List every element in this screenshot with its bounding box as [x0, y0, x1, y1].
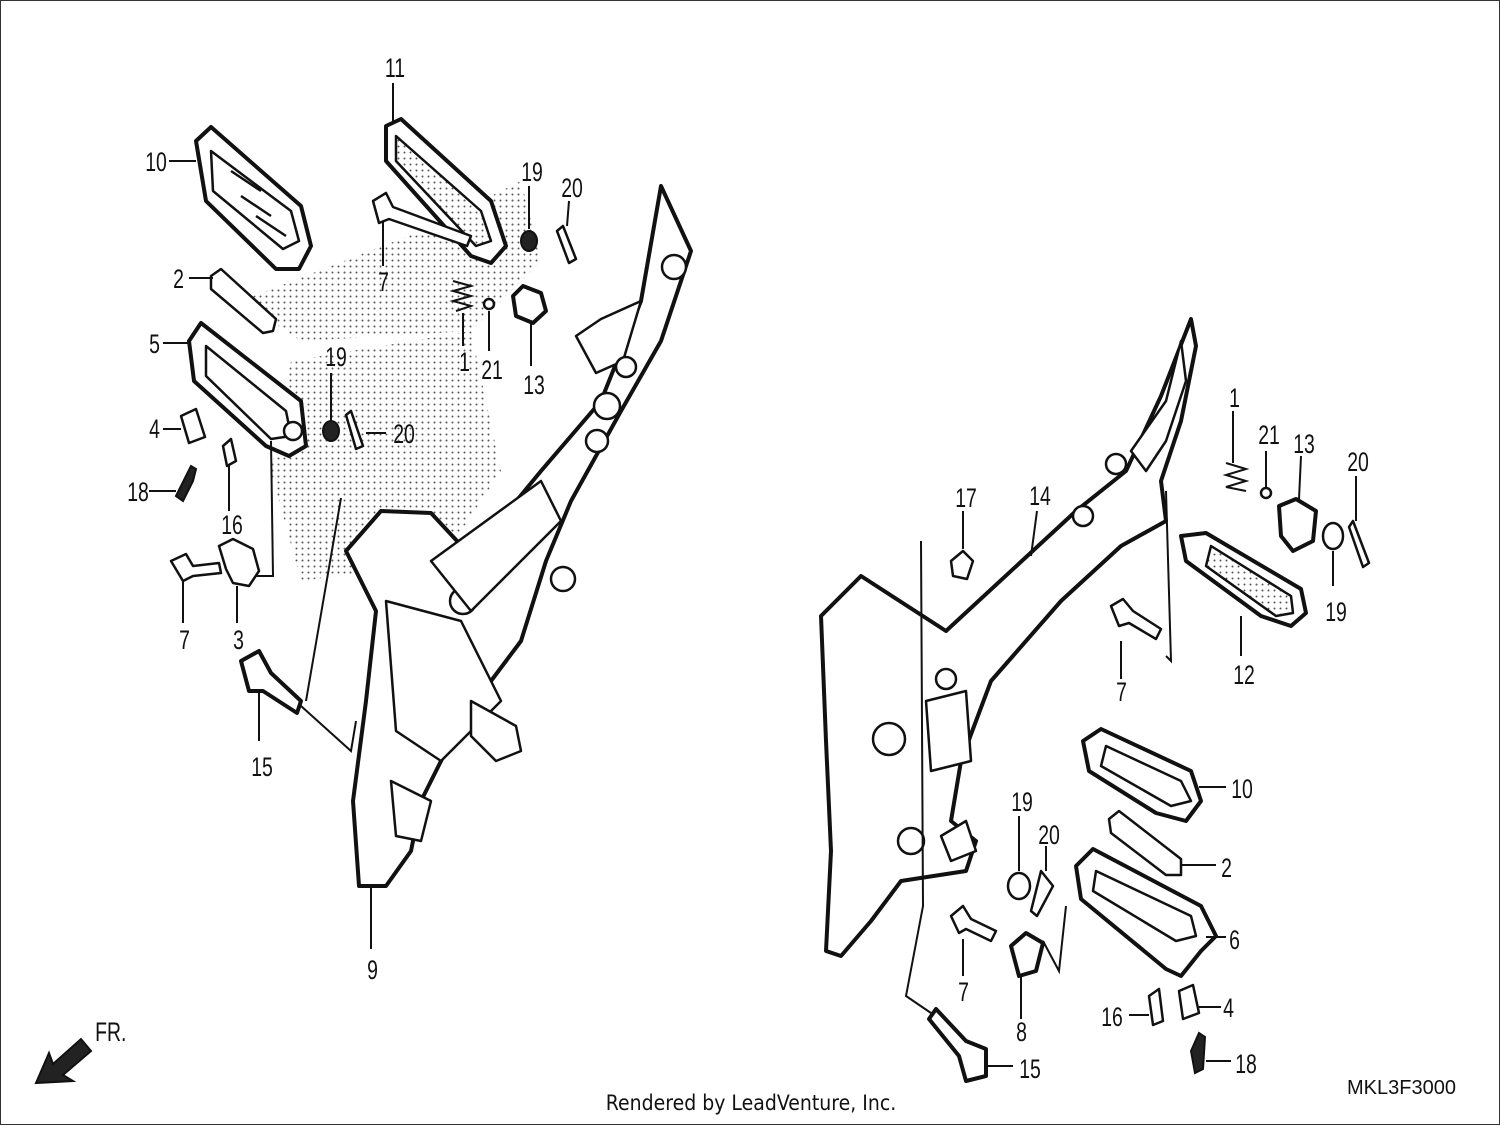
left-bolt-part-16	[221, 437, 238, 468]
callout-left-11: 11	[385, 53, 405, 83]
callout-left-3: 3	[233, 625, 244, 655]
right-washer-part-19-bottom	[1006, 871, 1032, 901]
left-footpeg-part-11	[384, 117, 508, 265]
left-dotted-zone-lower	[271, 331, 501, 581]
callout-left-20-top: 20	[561, 173, 583, 203]
right-footpeg-assembly	[819, 317, 1371, 1083]
callout-left-7-top: 7	[378, 267, 389, 297]
right-leader-lines	[904, 411, 1357, 1067]
left-ratchet-part-13	[511, 284, 548, 325]
callout-left-15: 15	[251, 752, 273, 782]
callout-left-13: 13	[523, 370, 545, 400]
callout-left-4: 4	[149, 414, 160, 444]
left-footpeg-assembly	[149, 83, 693, 949]
left-bushing-part-4	[179, 407, 207, 445]
left-bolt-part-18	[174, 464, 198, 503]
left-pin-part-7-top	[371, 191, 473, 248]
callout-right-17: 17	[955, 483, 977, 513]
callout-right-14: 14	[1029, 481, 1051, 511]
callout-right-13: 13	[1293, 429, 1315, 459]
credit-text: Rendered by LeadVenture, Inc.	[605, 1091, 897, 1115]
right-pin-part-7-bottom	[949, 904, 998, 943]
callout-right-6: 6	[1229, 925, 1240, 955]
right-bolt-part-15	[927, 1007, 988, 1083]
right-footpeg-part-6	[1074, 847, 1218, 978]
callout-right-8: 8	[1016, 1017, 1027, 1047]
callout-left-2: 2	[173, 264, 184, 294]
left-cotter-pin-part-20-top	[555, 224, 578, 265]
callout-right-20-bottom: 20	[1038, 820, 1060, 850]
right-ball-part-21	[1259, 486, 1273, 500]
left-footpeg-part-5	[187, 321, 308, 458]
right-washer-part-19-top	[1321, 521, 1345, 551]
left-spring-part-1	[449, 280, 475, 312]
callout-left-19-top: 19	[521, 157, 543, 187]
callout-left-20-mid: 20	[393, 419, 415, 449]
right-spring-part-1	[1222, 462, 1250, 492]
front-direction-arrow: FR.	[34, 1017, 126, 1085]
callout-right-12: 12	[1233, 660, 1255, 690]
right-plate-part-2	[1107, 809, 1183, 877]
right-footpeg-part-12	[1179, 531, 1308, 628]
callout-right-18: 18	[1235, 1049, 1257, 1079]
left-footpeg-rubber-part-10	[194, 125, 313, 271]
drawing-code: MKL3F3000	[1347, 1077, 1456, 1099]
left-plate-part-2	[209, 267, 278, 335]
right-spring-part-8	[1009, 931, 1045, 978]
callout-left-7-bottom: 7	[179, 625, 190, 655]
left-spring-part-3	[217, 537, 261, 588]
left-leader-lines	[149, 83, 570, 949]
callout-right-7-top: 7	[1116, 677, 1127, 707]
left-pin-part-7-bottom	[169, 552, 223, 583]
arrow-icon	[34, 1037, 93, 1085]
callout-right-1: 1	[1229, 383, 1240, 413]
right-ratchet-part-13	[1277, 497, 1318, 553]
callout-left-21: 21	[481, 355, 503, 385]
callout-right-4: 4	[1223, 993, 1234, 1023]
callout-right-20-top: 20	[1347, 447, 1369, 477]
right-footpeg-rubber-part-10	[1081, 727, 1203, 823]
left-bracket-part-9	[344, 184, 693, 888]
callout-labels: 11 10 19 20 7 2 1 21 13 5 19 20 4 18 16 …	[127, 53, 1369, 1084]
callout-left-1: 1	[459, 347, 470, 377]
left-washer-part-19-mid	[322, 420, 340, 442]
callout-right-16: 16	[1101, 1002, 1123, 1032]
callout-right-15: 15	[1019, 1054, 1041, 1084]
right-cotter-pin-part-20-bottom	[1029, 869, 1055, 918]
callout-right-2: 2	[1221, 853, 1232, 883]
callout-right-7-bottom: 7	[958, 977, 969, 1007]
left-washer-part-19-top	[520, 230, 538, 252]
callout-left-5: 5	[149, 329, 160, 359]
right-bolt-part-16	[1147, 987, 1165, 1027]
callout-right-21: 21	[1258, 420, 1280, 450]
right-bracket-part-14	[819, 317, 1198, 958]
callout-right-10: 10	[1231, 774, 1253, 804]
callout-right-19-bottom: 19	[1011, 787, 1033, 817]
right-bushing-part-4	[1177, 983, 1201, 1021]
callout-left-16: 16	[221, 510, 243, 540]
callout-left-9: 9	[367, 955, 378, 985]
callout-left-10: 10	[145, 147, 167, 177]
right-bolt-part-18	[1189, 1031, 1207, 1075]
direction-label: FR.	[95, 1017, 126, 1047]
right-cap-part-17	[949, 549, 975, 581]
callout-left-18: 18	[127, 477, 149, 507]
callout-left-19-mid: 19	[325, 342, 347, 372]
callout-right-19-top: 19	[1325, 597, 1347, 627]
left-bolt-part-15	[239, 649, 303, 715]
right-cotter-pin-part-20-top	[1347, 519, 1371, 569]
left-ball-part-21	[482, 297, 496, 311]
right-pin-part-7-top	[1109, 597, 1163, 641]
left-cotter-pin-part-20-mid	[344, 409, 365, 451]
